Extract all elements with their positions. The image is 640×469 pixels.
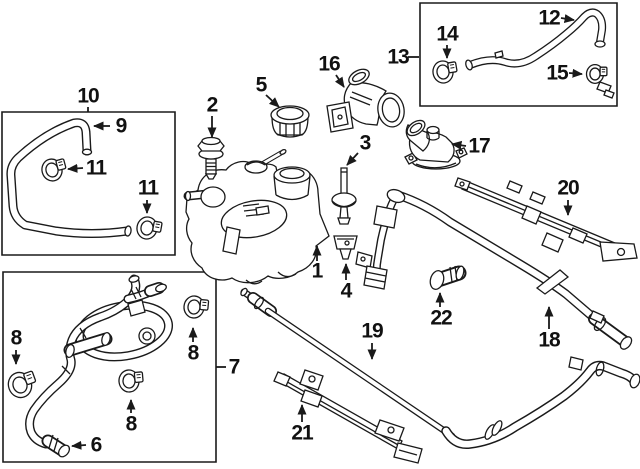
clamp-8b-art (182, 294, 210, 320)
callout-22[interactable]: 22 (430, 306, 452, 330)
level-sensor-art (332, 168, 356, 224)
lower-hose-pipe-art (240, 287, 640, 444)
callout-8c[interactable]: 8 (125, 412, 138, 436)
upper-hose-art (356, 187, 634, 351)
callout-6[interactable]: 6 (90, 433, 103, 457)
connector-coupling-art (428, 265, 465, 291)
callout-12[interactable]: 12 (538, 6, 560, 30)
clamp-8c-art (117, 368, 145, 394)
callout-15[interactable]: 15 (546, 61, 568, 85)
callout-1[interactable]: 1 (311, 259, 324, 283)
vent-hose-art (465, 13, 605, 71)
clamp-8a-art (4, 366, 41, 402)
callout-8a[interactable]: 8 (10, 326, 23, 350)
callout-14[interactable]: 14 (436, 22, 458, 46)
callout-11a[interactable]: 11 (85, 156, 107, 180)
callout-13[interactable]: 13 (387, 45, 409, 69)
clamp-15-art (585, 64, 615, 98)
callout-4[interactable]: 4 (340, 279, 353, 303)
hose-assembly-art (30, 275, 173, 459)
callout-20[interactable]: 20 (557, 176, 579, 200)
hose-bracket-20-art (455, 178, 637, 261)
callout-9[interactable]: 9 (115, 114, 128, 138)
callout-19[interactable]: 19 (361, 319, 383, 343)
reservoir-cap-art (271, 106, 309, 137)
callout-2[interactable]: 2 (206, 93, 219, 117)
callout-3[interactable]: 3 (359, 131, 372, 155)
callout-21[interactable]: 21 (291, 421, 313, 445)
callout-7[interactable]: 7 (228, 355, 241, 379)
filler-elbow-art (327, 66, 407, 132)
clamp-11b-art (134, 214, 164, 242)
clamp-11a-art (38, 155, 70, 184)
callout-17[interactable]: 17 (468, 134, 490, 158)
callout-18[interactable]: 18 (538, 328, 560, 352)
callout-10[interactable]: 10 (77, 84, 99, 108)
group-box-13 (420, 3, 617, 106)
water-outlet-art (404, 117, 467, 169)
sensor-plug-art (334, 236, 357, 259)
callout-5[interactable]: 5 (255, 73, 268, 97)
callout-11b[interactable]: 11 (137, 176, 159, 200)
callout-leaders (11, 14, 583, 450)
clamp-14-art (430, 58, 460, 86)
callout-16[interactable]: 16 (318, 52, 340, 76)
overflow-hose-art (11, 123, 132, 237)
mounting-bolt-art (198, 138, 224, 180)
coolant-reservoir-art (186, 149, 330, 284)
callout-8b[interactable]: 8 (187, 341, 200, 365)
hose-bracket-21-art (274, 370, 422, 463)
